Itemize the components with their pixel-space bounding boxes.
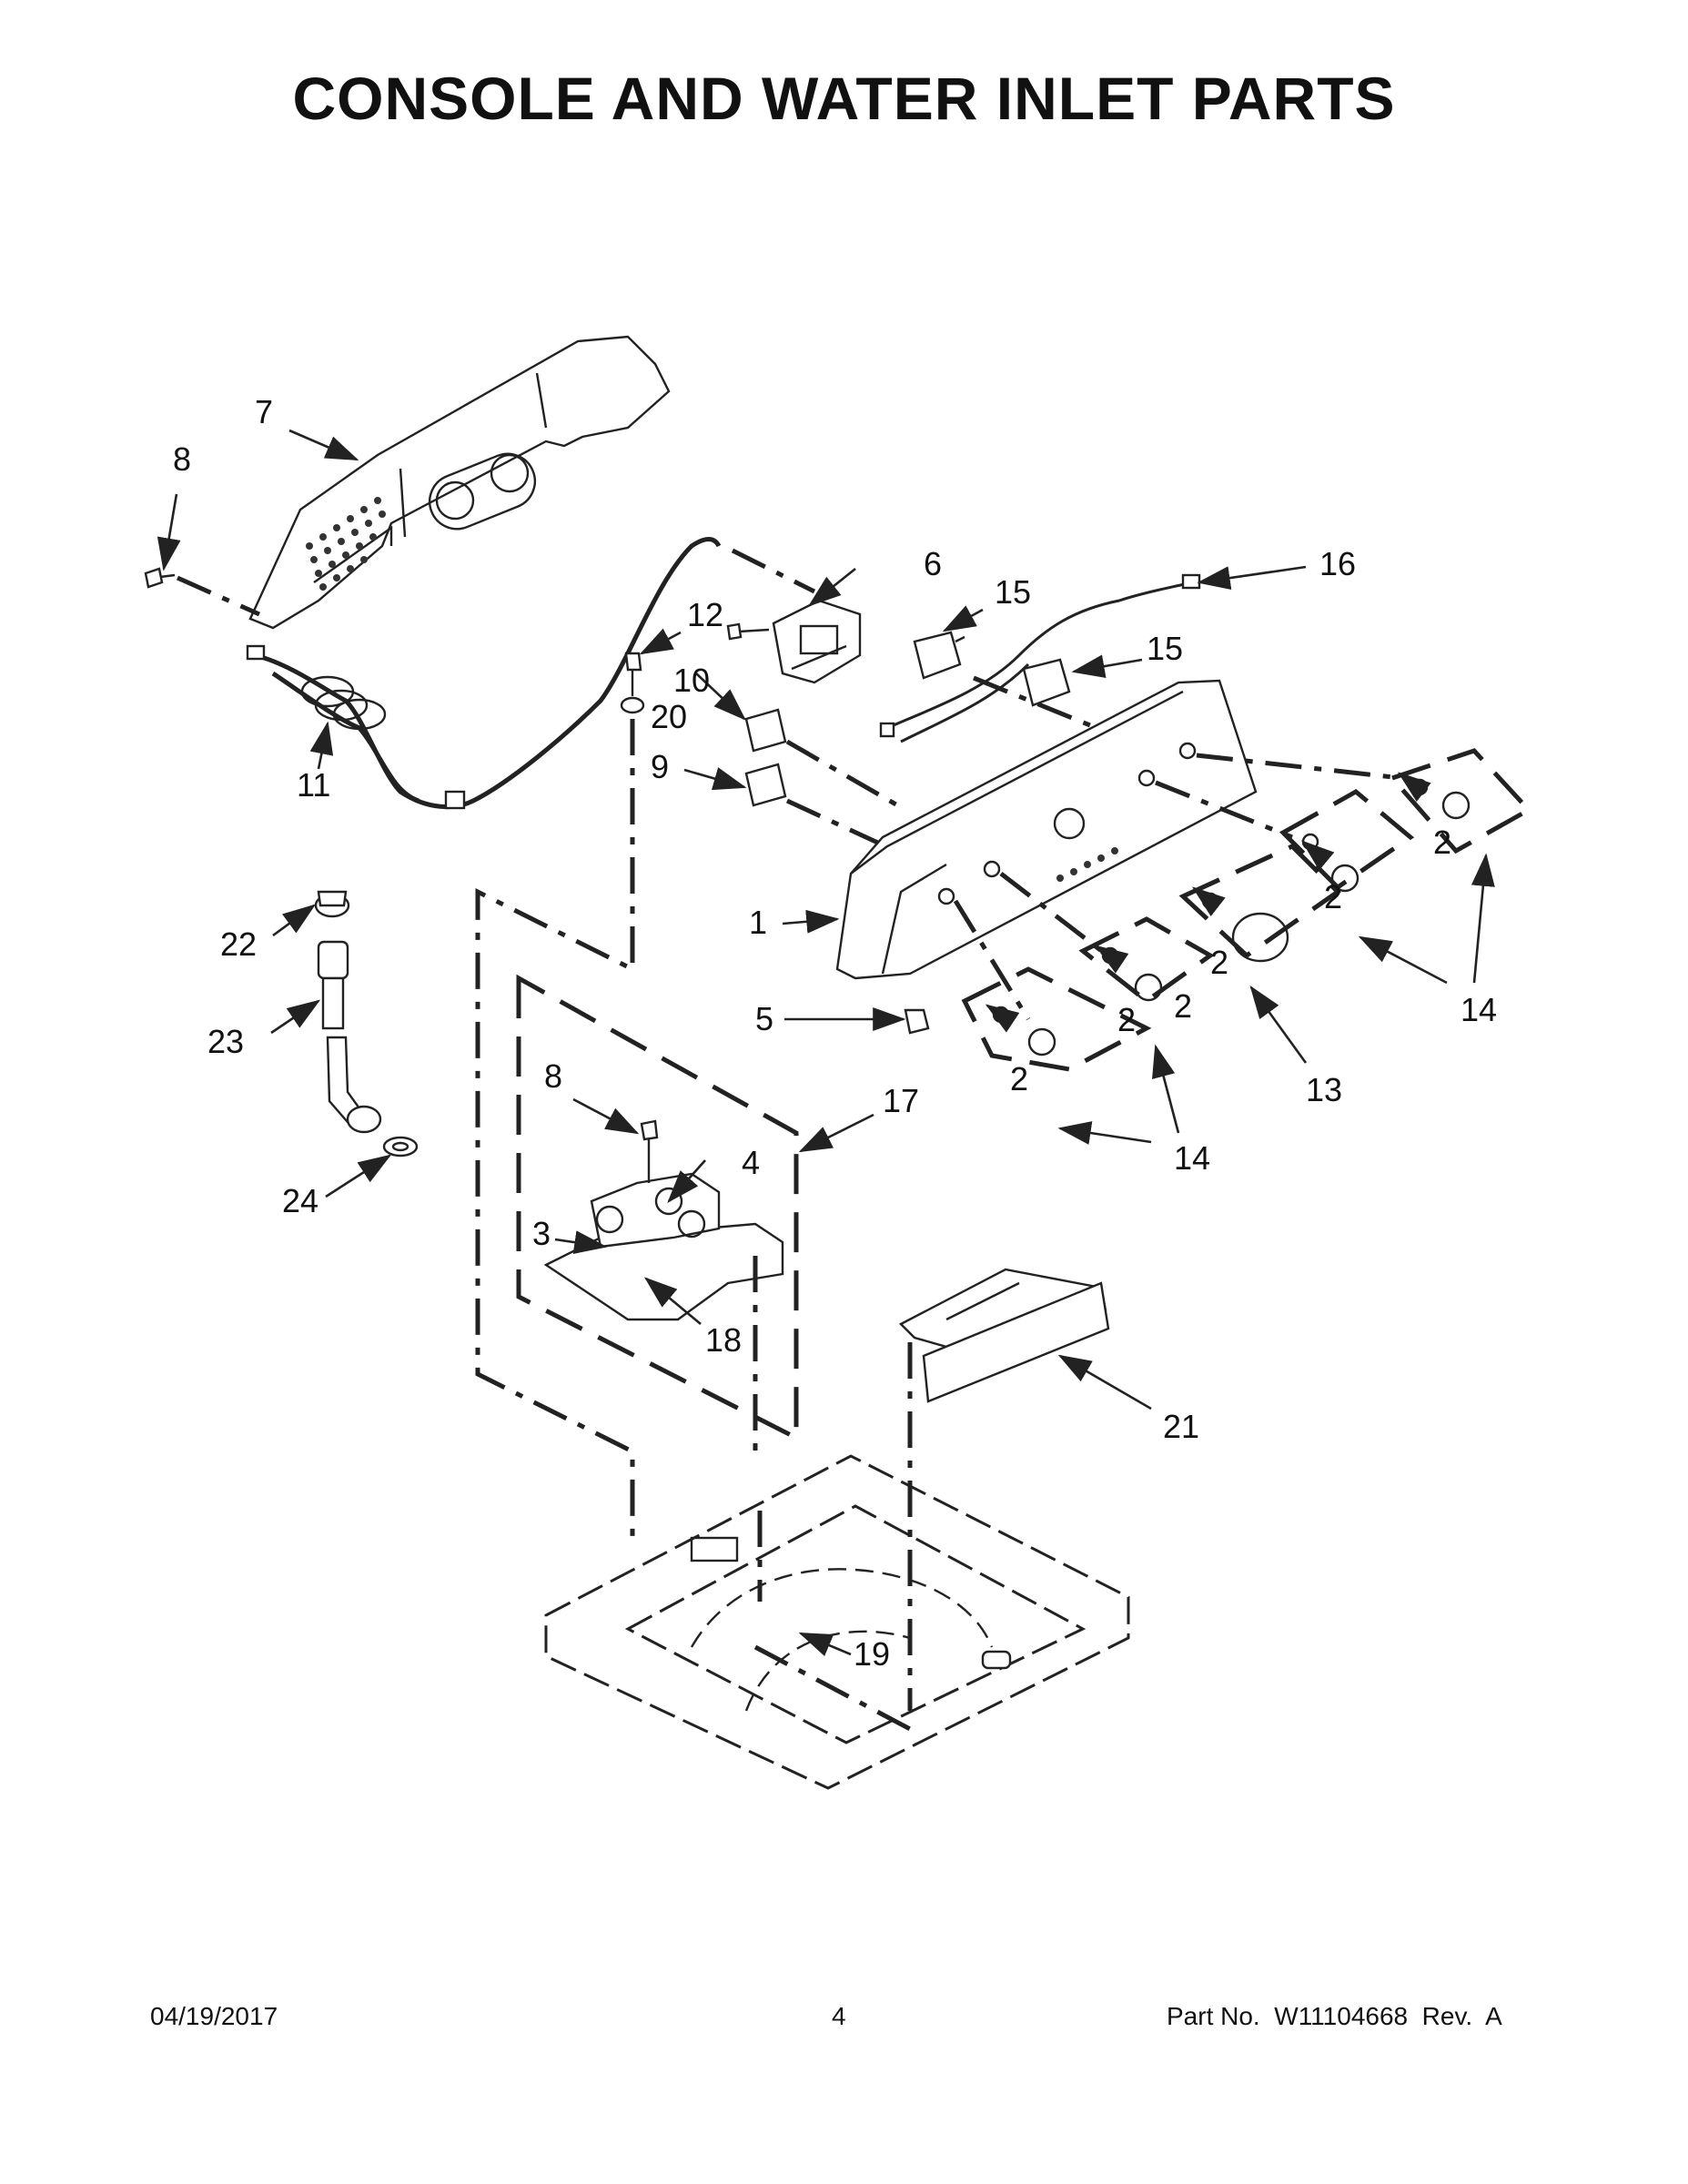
footer-date: 04/19/2017 bbox=[150, 2002, 278, 2030]
washer-24 bbox=[382, 1136, 419, 1158]
page-title: CONSOLE AND WATER INLET PARTS bbox=[292, 65, 1396, 132]
callout-4: 4 bbox=[742, 1144, 760, 1181]
console bbox=[835, 679, 1258, 980]
callout-19: 19 bbox=[854, 1635, 890, 1673]
callout-18: 18 bbox=[705, 1321, 742, 1359]
callout-2: 2 bbox=[1210, 944, 1228, 981]
wire-harness bbox=[246, 537, 722, 810]
screw-12 bbox=[620, 652, 645, 714]
callout-11: 11 bbox=[297, 766, 330, 804]
callout-9: 9 bbox=[651, 748, 669, 785]
callout-2: 2 bbox=[1117, 1001, 1136, 1038]
callout-24: 24 bbox=[282, 1182, 318, 1219]
callout-14: 14 bbox=[1174, 1139, 1210, 1177]
control-board bbox=[772, 599, 862, 684]
callout-8: 8 bbox=[544, 1057, 562, 1095]
inlet-screen-22 bbox=[314, 890, 350, 918]
callout-17: 17 bbox=[883, 1082, 919, 1119]
switch-15-a bbox=[913, 631, 965, 680]
clip-5 bbox=[904, 1008, 930, 1035]
callout-2: 2 bbox=[1433, 824, 1451, 861]
callout-6: 6 bbox=[924, 545, 942, 582]
footer-part-number: Part No. W11104668 Rev. A bbox=[1167, 2002, 1502, 2030]
callout-2: 2 bbox=[1174, 987, 1192, 1025]
footer-page-number: 4 bbox=[832, 2002, 846, 2030]
wire-harness-16 bbox=[879, 573, 1201, 743]
callout-2: 2 bbox=[1324, 878, 1342, 915]
callout-14: 14 bbox=[1461, 991, 1497, 1028]
callout-15: 15 bbox=[1147, 630, 1183, 667]
callout-15: 15 bbox=[995, 573, 1031, 611]
callout-1: 1 bbox=[749, 904, 767, 941]
dispenser-drawer bbox=[898, 1268, 1110, 1403]
callout-22: 22 bbox=[220, 925, 257, 963]
top-cover bbox=[544, 1454, 1130, 1790]
callout-2: 2 bbox=[1010, 1060, 1028, 1097]
callout-8: 8 bbox=[173, 440, 191, 478]
switch-9 bbox=[744, 763, 787, 807]
callout-23: 23 bbox=[207, 1023, 244, 1060]
console-rear-panel bbox=[248, 335, 671, 630]
callout-21: 21 bbox=[1163, 1408, 1199, 1445]
callout-7: 7 bbox=[255, 393, 273, 430]
screw-top bbox=[144, 567, 176, 589]
callout-12: 12 bbox=[687, 596, 723, 633]
callout-10: 10 bbox=[673, 662, 710, 699]
switch-15-b bbox=[1022, 658, 1071, 707]
switch-20 bbox=[744, 708, 787, 753]
callout-labels: 1 2 2 2 2 2 2 3 4 5 6 7 8 8 9 10 11 12 1… bbox=[173, 393, 1497, 1673]
callout-3: 3 bbox=[532, 1215, 551, 1252]
callout-5: 5 bbox=[755, 1000, 773, 1037]
callout-13: 13 bbox=[1306, 1071, 1342, 1108]
screw-10 bbox=[726, 622, 770, 641]
callout-16: 16 bbox=[1319, 545, 1356, 582]
callout-20: 20 bbox=[651, 698, 687, 735]
inlet-hose-23 bbox=[317, 940, 382, 1134]
